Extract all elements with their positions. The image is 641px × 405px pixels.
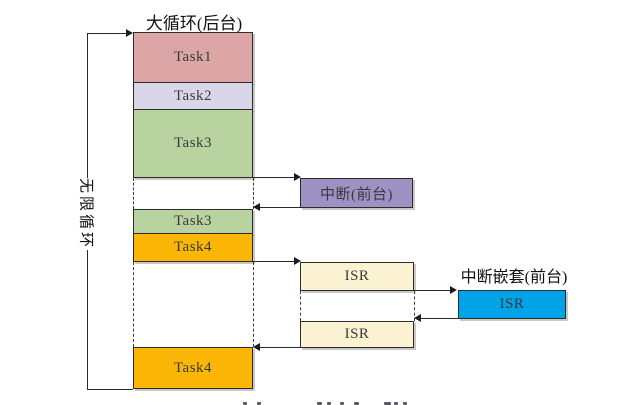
- task3-resume-box: Task3: [133, 209, 253, 234]
- task4-resume-label: Task4: [173, 359, 213, 376]
- isr-gap-right-dash: [414, 291, 415, 321]
- isr-gap-left-dash: [300, 291, 301, 321]
- interrupt-foreground-label: 中断(前台): [320, 186, 393, 203]
- gap2-left-dash: [133, 262, 134, 347]
- loop-bottom-line: [87, 389, 133, 390]
- isr1-box: ISR: [300, 262, 414, 291]
- task3-label: Task3: [173, 135, 213, 151]
- task4-label: Task4: [173, 239, 213, 255]
- isr2-label: ISR: [344, 326, 370, 342]
- task1-label: Task1: [173, 49, 213, 65]
- nested-return-arrowhead-icon: [414, 314, 421, 322]
- task2-label: Task2: [173, 87, 213, 104]
- nested-return-line: [421, 318, 458, 319]
- interrupt-call-arrowhead-icon: [294, 173, 301, 181]
- isr1-label: ISR: [344, 268, 370, 284]
- task1-box: Task1: [133, 32, 253, 83]
- gap1-left-dash: [133, 178, 134, 209]
- isr1-call-line: [133, 261, 295, 262]
- nested-isr-box: ISR: [458, 290, 566, 319]
- loop-left-line-lower: [87, 250, 88, 390]
- nested-interrupt-title: 中断嵌套(前台): [460, 269, 568, 286]
- isr2-return-arrowhead-icon: [253, 343, 260, 351]
- task3-resume-label: Task3: [173, 213, 213, 229]
- interrupt-return-line: [259, 207, 300, 208]
- interrupt-foreground-box: 中断(前台): [300, 178, 413, 208]
- loop-arrowhead-icon: [126, 29, 133, 37]
- gap1-right-dash: [253, 178, 254, 209]
- interrupt-call-line: [133, 177, 295, 178]
- infinite-loop-label: 无限循环: [77, 177, 94, 251]
- gap2-right-dash: [253, 262, 254, 347]
- task4-box: Task4: [133, 233, 253, 262]
- interrupt-return-arrowhead-icon: [253, 203, 260, 211]
- nested-call-arrowhead-icon: [450, 286, 457, 294]
- task2-box: Task2: [133, 82, 253, 110]
- nested-call-line: [414, 290, 451, 291]
- isr2-box: ISR: [300, 321, 414, 348]
- loop-top-line: [87, 33, 127, 34]
- task4-resume-box: Task4: [133, 347, 253, 389]
- nested-isr-label: ISR: [499, 296, 525, 312]
- task3-box: Task3: [133, 109, 253, 178]
- loop-left-line-upper: [87, 33, 88, 178]
- isr1-call-arrowhead-icon: [294, 257, 301, 265]
- isr2-return-line: [259, 347, 300, 348]
- background-loop-title: 大循环(后台): [145, 14, 243, 33]
